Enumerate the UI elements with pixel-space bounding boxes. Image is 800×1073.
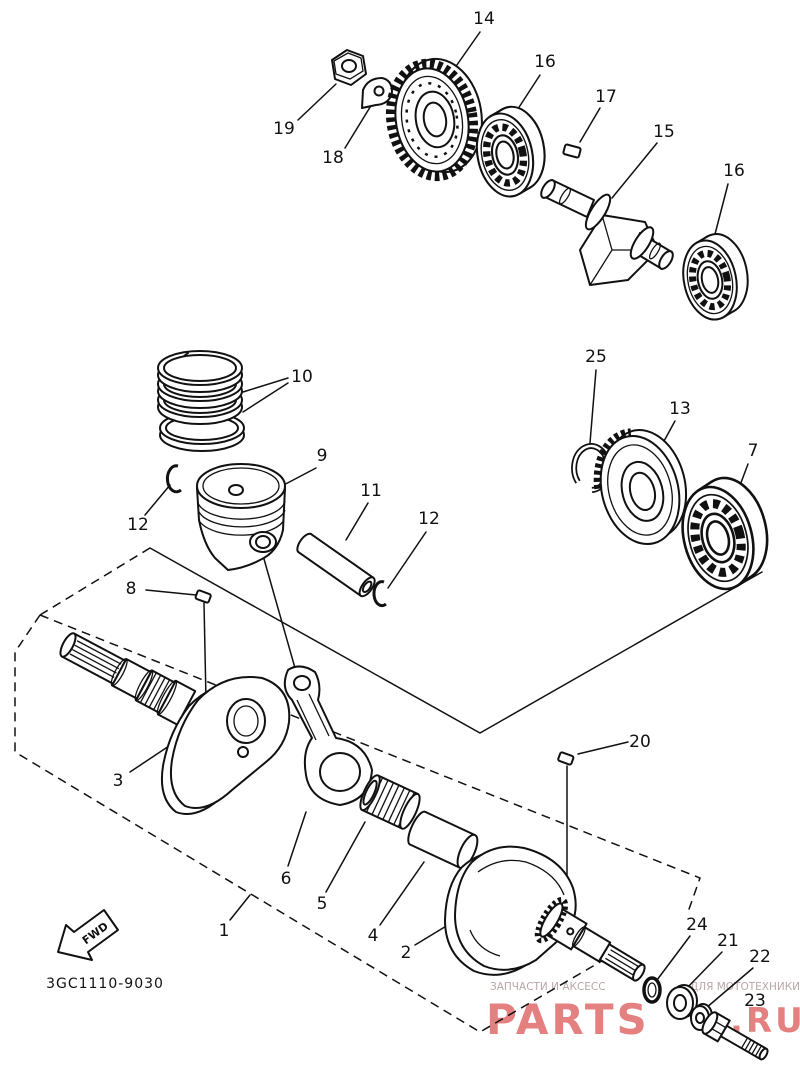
bearing-16-right [675,229,755,324]
callout-5: 5 [317,894,328,914]
callout-19: 19 [273,119,295,139]
callout-4: 4 [368,926,379,946]
crank-right-shaft-2 [534,896,646,982]
piston-9 [196,463,286,571]
callout-14: 14 [473,9,495,29]
piston-pin-11 [296,532,376,598]
watermark-text-right: ДЛЯ МОТОТЕХНИКИ [690,981,800,993]
bolt-23 [701,1011,769,1061]
circlip-12-right [372,580,387,608]
callout-17: 17 [595,87,617,107]
piston-rings-10 [157,350,245,452]
callout-12-left: 12 [127,515,149,535]
callouts: 14 16 19 18 17 15 16 10 25 13 7 9 11 12 … [113,9,771,1011]
key-8 [194,589,212,604]
callout-8: 8 [126,579,137,599]
forward-arrow-icon: FWD [57,909,119,961]
crank-left-web-3 [160,676,291,815]
callout-12-right: 12 [418,509,440,529]
callout-24: 24 [686,915,708,935]
callout-22: 22 [749,947,771,967]
callout-1: 1 [219,921,230,941]
callout-21: 21 [717,931,739,951]
diagram-code: 3GC1110-9030 [46,976,164,992]
key-17 [562,143,582,159]
callout-13: 13 [669,399,691,419]
watermark-logo-left: PARTS [486,995,650,1044]
callout-16-right: 16 [723,161,745,181]
callout-23: 23 [744,991,766,1011]
washer-21 [666,984,698,1020]
callout-25: 25 [585,347,607,367]
crank-pin-4 [407,810,479,869]
callout-20: 20 [629,732,651,752]
callout-2: 2 [401,943,412,963]
callout-9: 9 [317,446,328,466]
watermark: ЗАПЧАСТИ И АКСЕСС ДЛЯ МОТОТЕХНИКИ PARTS … [486,981,800,1044]
callout-7: 7 [748,441,759,461]
callout-16-top: 16 [534,52,556,72]
callout-3: 3 [113,771,124,791]
gear-14 [385,57,483,182]
callout-18: 18 [322,148,344,168]
callout-6: 6 [281,869,292,889]
connecting-rod-6 [283,665,373,806]
watermark-text-left: ЗАПЧАСТИ И АКСЕСС [490,981,606,993]
assembly-outline [14,547,763,1033]
callout-15: 15 [653,122,675,142]
crank-left-shaft-3 [59,632,197,726]
balancer-shaft-15 [540,179,674,286]
needle-bearing-5 [359,774,421,830]
washer-24 [642,976,662,1004]
lock-washer-18 [361,77,393,109]
key-20 [557,751,575,766]
callout-10: 10 [291,367,313,387]
callout-11: 11 [360,481,382,501]
circlip-12-left [165,464,182,494]
gear-13 [593,428,688,546]
nut-19 [331,49,367,86]
